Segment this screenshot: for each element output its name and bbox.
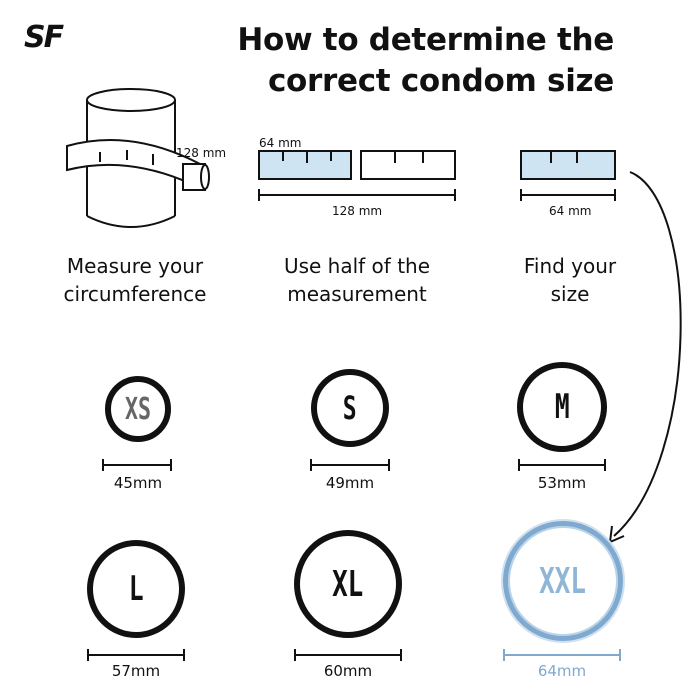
dimension-line-xxl [503,649,621,661]
step2-measure-bottom: 128 mm [332,204,383,218]
size-value-l: 57mm [111,662,161,680]
size-label-m: M [554,387,570,427]
dimension-line-m [518,459,606,471]
size-ring-xs: XS [105,376,171,442]
find-size-illustration [520,150,616,201]
step2-label: Use half of the measurement [283,254,431,306]
cylinder-tape-illustration [66,88,210,228]
size-value-xs: 45mm [113,474,163,492]
title-line-2: correct condom size [267,63,614,99]
half-measure-illustration [258,150,456,201]
step3-label: Find your size [523,254,617,306]
size-label-xxl: XXL [539,560,587,602]
size-ring-s: S [311,369,389,447]
step3-measure: 64 mm [549,204,592,218]
size-value-s: 49mm [325,474,375,492]
size-value-xl: 60mm [323,662,373,680]
dimension-line-l [87,649,185,661]
curved-arrow-icon [608,171,682,544]
step1-label: Measure your circumference [63,254,207,306]
size-ring-xxl: XXL [503,521,623,641]
page-title: How to determine the correct condom size [237,20,614,102]
dimension-line-xl [294,649,402,661]
size-ring-m: M [517,362,607,452]
size-label-xs: XS [124,391,152,427]
size-value-m: 53mm [537,474,587,492]
step1-measure: 128 mm [176,146,227,160]
step2-measure-top: 64 mm [259,136,302,150]
size-label-l: L [128,569,144,609]
brand-logo: SF [24,20,64,55]
size-label-xl: XL [332,563,364,605]
dimension-line-xs [102,459,172,471]
size-ring-xl: XL [294,530,402,638]
dimension-line-s [310,459,390,471]
title-line-1: How to determine the [237,22,614,58]
size-label-s: S [343,389,357,427]
size-ring-l: L [87,540,185,638]
size-value-xxl: 64mm [537,662,587,680]
